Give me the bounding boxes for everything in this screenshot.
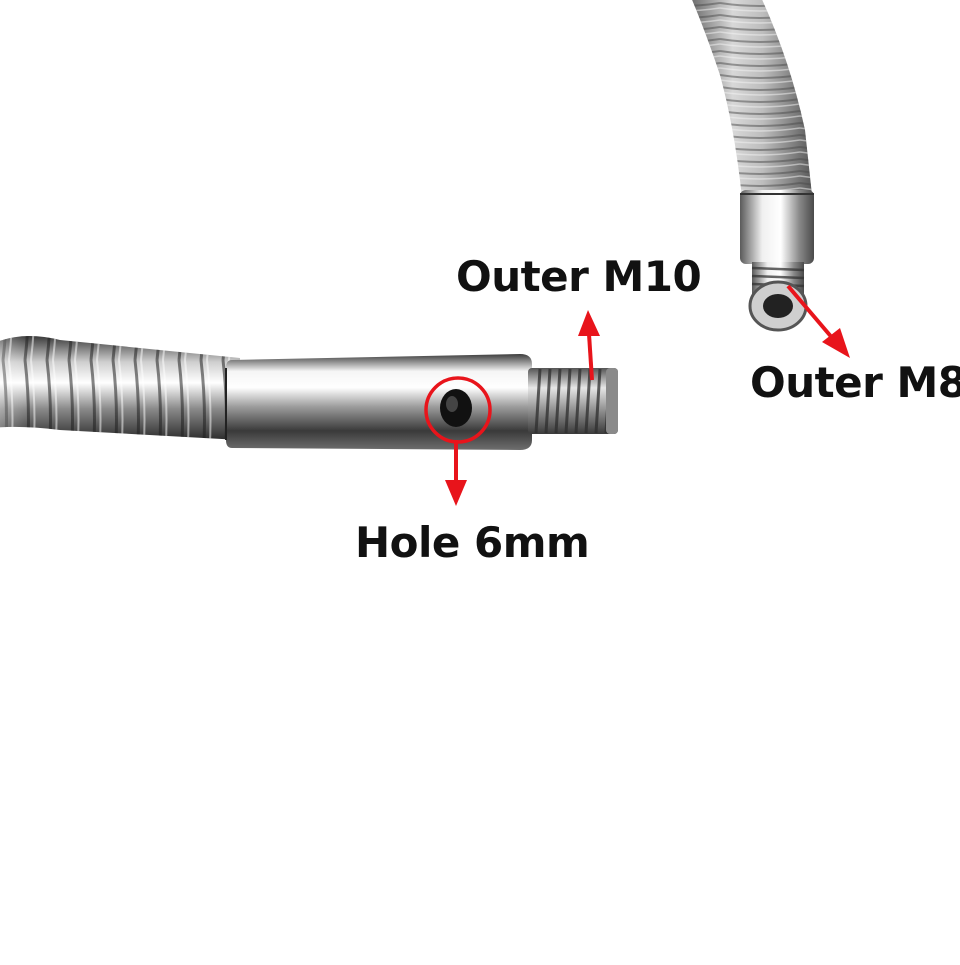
side-hole [440,389,472,427]
right-sleeve [740,190,814,264]
arrow-down-icon [445,440,467,506]
arrow-up-icon [578,310,600,381]
label-outer-m10: Outer M10 [456,252,702,301]
arrow-down-right-icon [786,284,850,358]
label-outer-m8: Outer M8 [750,358,960,407]
label-hole-6mm: Hole 6mm [355,518,590,567]
right-hose [692,0,812,198]
left-sleeve [225,354,532,450]
left-hose [0,336,240,440]
threaded-tip-m10 [528,368,618,434]
